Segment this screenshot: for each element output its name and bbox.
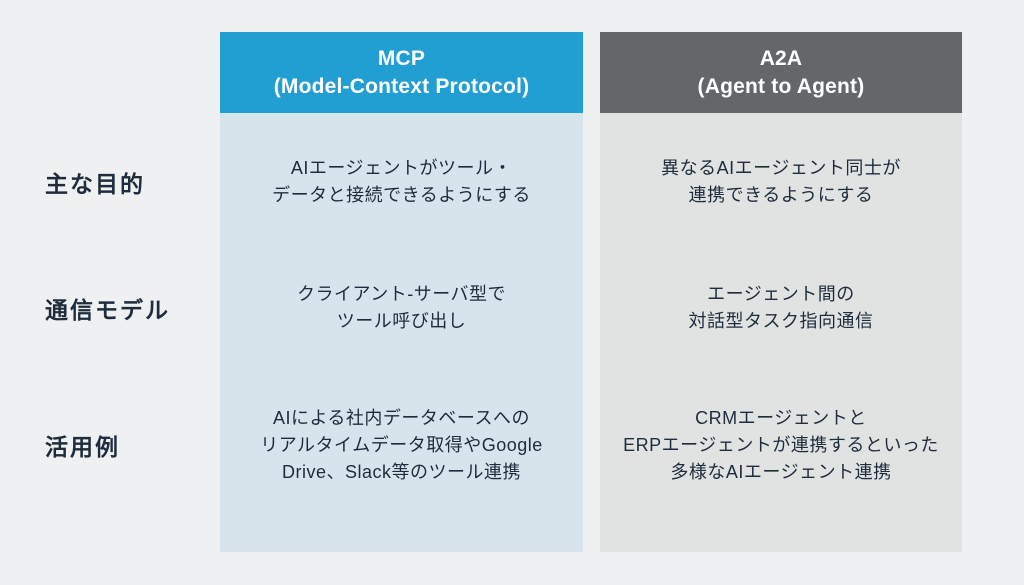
row-label-use-cases: 活用例 (45, 434, 120, 460)
cell-mcp-main-purpose: AIエージェントがツール・ データと接続できるようにする (272, 157, 531, 205)
cell-a2a-use-cases: CRMエージェントと ERPエージェントが連携するといった 多様なAIエージェン… (623, 407, 939, 482)
row-label-main-purpose: 主な目的 (45, 170, 145, 197)
column-subtitle-mcp: (Model-Context Protocol) (273, 74, 530, 98)
cell-a2a-communication-model: エージェント間の 対話型タスク指向通信 (688, 283, 874, 331)
row-label-communication-model: 通信モデル (45, 296, 170, 323)
cell-mcp-use-cases: AIによる社内データベースへの リアルタイムデータ取得やGoogle Drive… (260, 407, 543, 482)
column-header-a2a: A2A (Agent to Agent) (600, 32, 962, 113)
column-title-mcp: MCP (377, 46, 426, 70)
column-a2a: A2A (Agent to Agent) 異なるAIエージェント同士が 連携でき… (600, 32, 962, 552)
column-subtitle-a2a: (Agent to Agent) (697, 74, 865, 98)
column-mcp: MCP (Model-Context Protocol) AIエージェントがツー… (220, 32, 583, 552)
cell-a2a-main-purpose: 異なるAIエージェント同士が 連携できるようにする (661, 157, 901, 205)
column-title-a2a: A2A (759, 46, 803, 70)
cell-mcp-communication-model: クライアント-サーバ型で ツール呼び出し (296, 283, 507, 331)
column-header-mcp: MCP (Model-Context Protocol) (220, 32, 583, 113)
